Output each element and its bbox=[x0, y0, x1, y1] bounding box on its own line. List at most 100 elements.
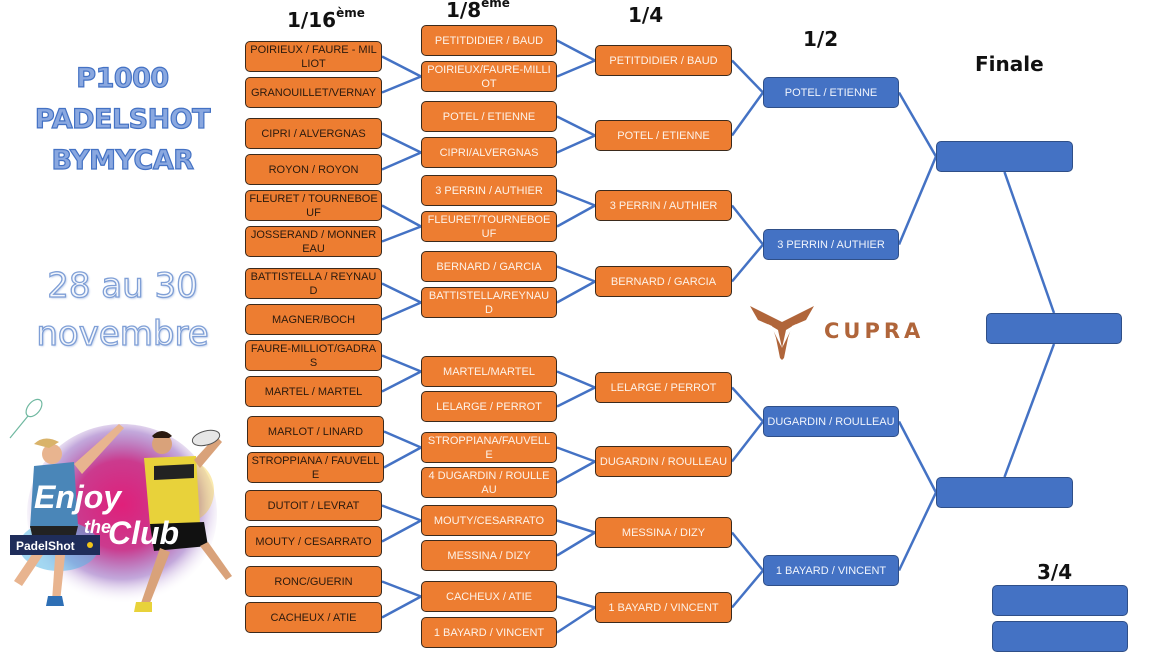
padelshot-badge bbox=[10, 535, 100, 555]
event-title-line: PADELSHOT bbox=[34, 103, 211, 135]
connector-line bbox=[897, 491, 938, 572]
match-r4-team[interactable]: PETITDIDIER / BAUD bbox=[595, 45, 732, 76]
match-r16-team[interactable]: POIRIEUX / FAURE - MILLIOT bbox=[245, 41, 382, 72]
match-r2-team[interactable]: POTEL / ETIENNE bbox=[763, 77, 899, 108]
match-r4-team[interactable]: 1 BAYARD / VINCENT bbox=[595, 592, 732, 623]
match-r16-team[interactable]: FLEURET / TOURNEBOEUF bbox=[245, 190, 382, 221]
connector-line bbox=[556, 59, 596, 78]
match-r16-team[interactable]: RONC/GUERIN bbox=[245, 566, 382, 597]
connector-line bbox=[556, 134, 596, 154]
connector-line bbox=[381, 204, 422, 228]
connector-line bbox=[381, 354, 422, 373]
connector-line bbox=[381, 225, 422, 243]
third-place-slot[interactable] bbox=[992, 585, 1128, 616]
event-title-line: P1000 bbox=[76, 62, 170, 94]
match-r4-team[interactable]: BERNARD / GARCIA bbox=[595, 266, 732, 297]
match-r16-team[interactable]: BATTISTELLA / REYNAUD bbox=[245, 268, 382, 299]
cupra-logo: CUPRA bbox=[748, 302, 948, 362]
match-r16-team[interactable]: MAGNER/BOCH bbox=[245, 304, 382, 335]
connector-line bbox=[556, 370, 596, 389]
connector-line bbox=[556, 386, 596, 408]
match-r8-team[interactable]: BERNARD / GARCIA bbox=[421, 251, 557, 282]
match-r16-team[interactable]: MOUTY / CESARRATO bbox=[245, 526, 382, 557]
player-man bbox=[134, 429, 232, 612]
match-r16-team[interactable]: FAURE-MILLIOT/GADRAS bbox=[245, 340, 382, 371]
connector-line bbox=[556, 531, 596, 557]
promo-headline-enjoy: Enjoy bbox=[34, 479, 123, 515]
match-r16-team[interactable]: MARLOT / LINARD bbox=[247, 416, 384, 447]
match-r8-team[interactable]: 3 PERRIN / AUTHIER bbox=[421, 175, 557, 206]
match-r4-team[interactable]: 3 PERRIN / AUTHIER bbox=[595, 190, 732, 221]
match-r8-team[interactable]: PETITDIDIER / BAUD bbox=[421, 25, 557, 56]
match-r8-team[interactable]: POTEL / ETIENNE bbox=[421, 101, 557, 132]
match-r16-team[interactable]: JOSSERAND / MONNEREAU bbox=[245, 226, 382, 257]
match-r8-team[interactable]: POIRIEUX/FAURE-MILLIOT bbox=[421, 61, 557, 92]
match-r2-team[interactable]: 3 PERRIN / AUTHIER bbox=[763, 229, 899, 260]
event-dates-line: 28 au 30 bbox=[47, 265, 199, 306]
match-r8-team[interactable]: FLEURET/TOURNEBOEUF bbox=[421, 211, 557, 242]
match-r8-team[interactable]: MARTEL/MARTEL bbox=[421, 356, 557, 387]
round-label-text: 1/16 bbox=[287, 8, 337, 32]
match-r16-team[interactable]: STROPPIANA / FAUVELLE bbox=[247, 452, 384, 483]
round-label-text: 1/8 bbox=[446, 0, 482, 22]
promo-image: Enjoy the Club PadelShot bbox=[4, 396, 236, 618]
match-r8-team[interactable]: 1 BAYARD / VINCENT bbox=[421, 617, 557, 648]
connector-line bbox=[731, 386, 764, 423]
third-place-slot[interactable] bbox=[992, 621, 1128, 652]
match-r4-team[interactable]: DUGARDIN / ROULLEAU bbox=[595, 446, 732, 477]
round-label-third-place: 3/4 bbox=[1037, 560, 1073, 584]
match-r16-team[interactable]: CIPRI / ALVERGNAS bbox=[245, 118, 382, 149]
match-r16-team[interactable]: CACHEUX / ATIE bbox=[245, 602, 382, 633]
match-r8-team[interactable]: STROPPIANA/FAUVELLE bbox=[421, 432, 557, 463]
match-r16-team[interactable]: MARTEL / MARTEL bbox=[245, 376, 382, 407]
connector-line bbox=[556, 265, 596, 283]
match-r16-team[interactable]: ROYON / ROYON bbox=[245, 154, 382, 185]
match-r16-team[interactable]: GRANOUILLET/VERNAY bbox=[245, 77, 382, 108]
match-r2-team[interactable]: 1 BAYARD / VINCENT bbox=[763, 555, 899, 586]
round-label-r2: 1/2 bbox=[803, 27, 839, 51]
match-r8-team[interactable]: CACHEUX / ATIE bbox=[421, 581, 557, 612]
final-winner-slot[interactable] bbox=[986, 313, 1122, 344]
connector-line bbox=[897, 156, 938, 245]
event-dates-line: novembre bbox=[36, 313, 210, 354]
match-r8-team[interactable]: BATTISTELLA/REYNAUD bbox=[421, 287, 557, 318]
match-r8-team[interactable]: MESSINA / DIZY bbox=[421, 540, 557, 571]
connector-line bbox=[556, 39, 596, 62]
match-r4-team[interactable]: MESSINA / DIZY bbox=[595, 517, 732, 548]
connector-line bbox=[383, 446, 422, 469]
match-r8-team[interactable]: LELARGE / PERROT bbox=[421, 391, 557, 422]
connector-line bbox=[556, 595, 596, 609]
connector-line bbox=[381, 370, 422, 393]
final-slot-top[interactable] bbox=[936, 141, 1073, 172]
racket-icon bbox=[9, 398, 43, 439]
match-r8-team[interactable]: CIPRI/ALVERGNAS bbox=[421, 137, 557, 168]
connector-line bbox=[556, 115, 596, 137]
connector-line bbox=[1003, 171, 1056, 314]
connector-line bbox=[897, 91, 938, 158]
cupra-wordmark: CUPRA bbox=[824, 319, 924, 343]
connector-line bbox=[381, 595, 422, 619]
connector-line bbox=[381, 132, 422, 154]
promo-headline-club: Club bbox=[108, 515, 179, 551]
connector-line bbox=[381, 151, 422, 171]
connector-line bbox=[556, 606, 596, 634]
match-r4-team[interactable]: LELARGE / PERROT bbox=[595, 372, 732, 403]
match-r2-team[interactable]: DUGARDIN / ROULLEAU bbox=[763, 406, 899, 437]
final-slot-bottom[interactable] bbox=[936, 477, 1073, 508]
match-r8-team[interactable]: 4 DUGARDIN / ROULLEAU bbox=[421, 467, 557, 498]
round-label-r16: 1/16ème bbox=[287, 6, 365, 32]
match-r4-team[interactable]: POTEL / ETIENNE bbox=[595, 120, 732, 151]
cupra-emblem-icon: CUPRA bbox=[750, 306, 924, 360]
connector-line bbox=[381, 301, 422, 321]
padel-racket-icon bbox=[191, 429, 221, 447]
connector-line bbox=[556, 280, 596, 304]
match-r16-team[interactable]: DUTOIT / LEVRAT bbox=[245, 490, 382, 521]
round-label-r4: 1/4 bbox=[628, 3, 664, 27]
match-r8-team[interactable]: MOUTY/CESARRATO bbox=[421, 505, 557, 536]
promo-headline-the: the bbox=[84, 517, 111, 537]
connector-line bbox=[731, 243, 764, 283]
connector-line bbox=[556, 204, 596, 228]
padelshot-logo-text: PadelShot bbox=[16, 539, 75, 553]
round-label-sup: ème bbox=[336, 6, 365, 20]
